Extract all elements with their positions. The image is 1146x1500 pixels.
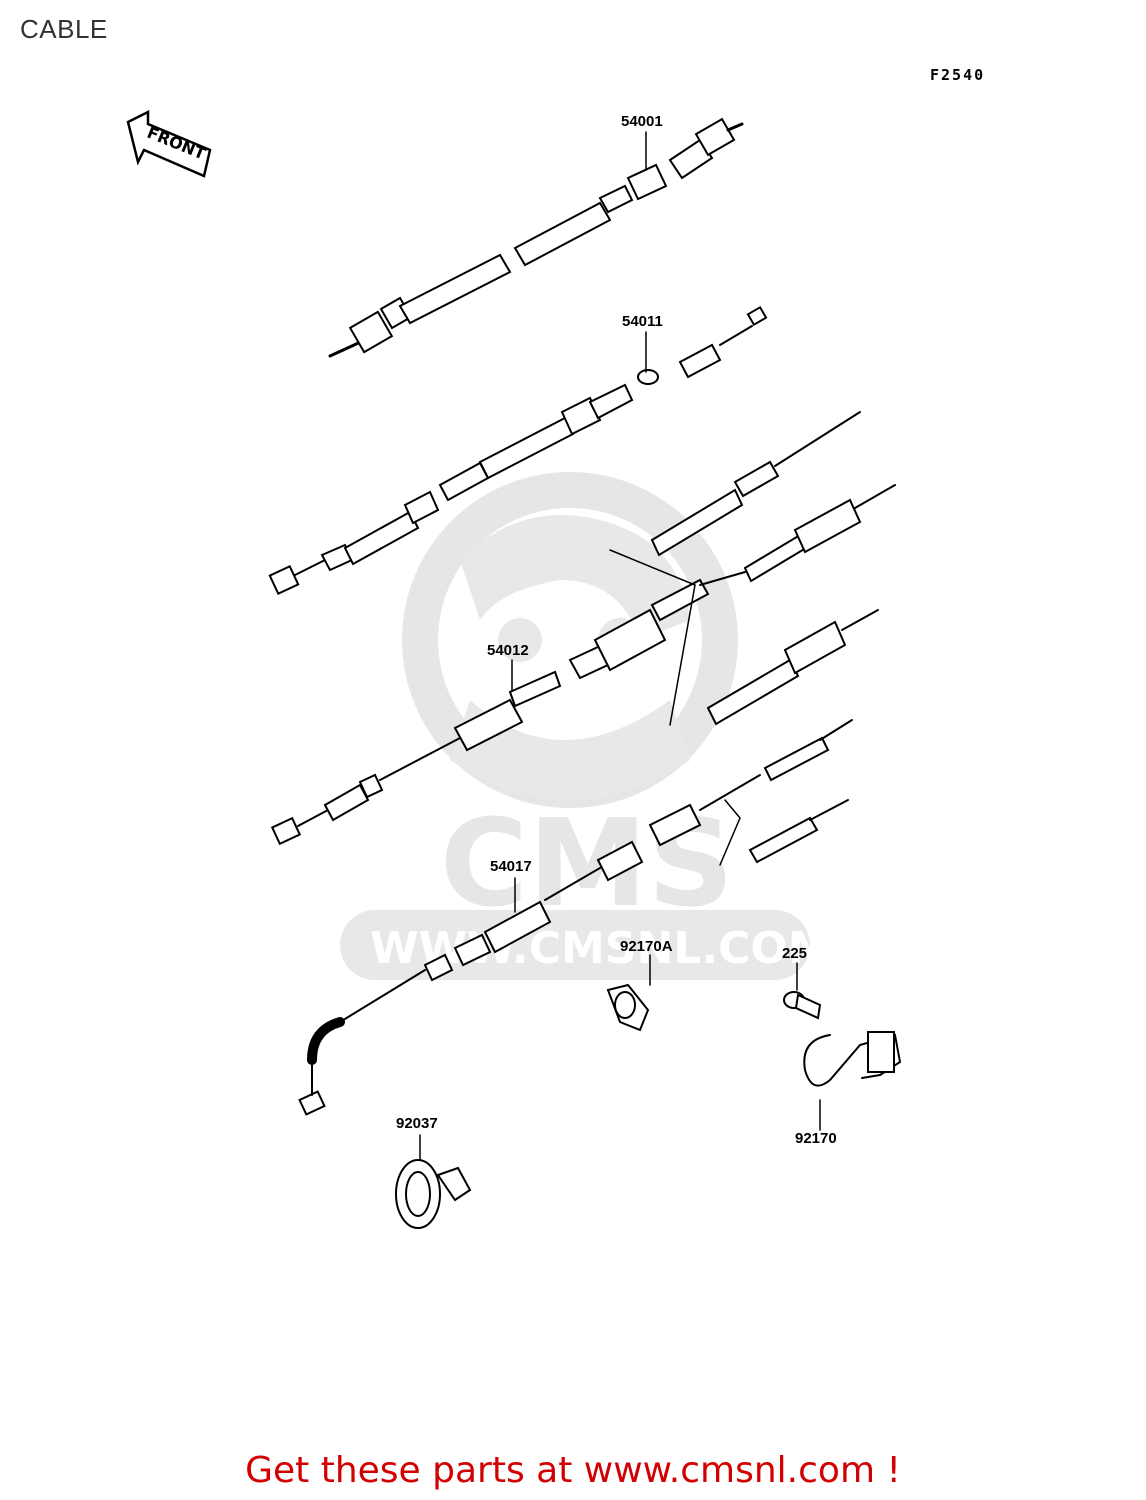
- promo-link[interactable]: Get these parts at www.cmsnl.com !: [245, 1450, 901, 1491]
- figure-code: F2540: [930, 66, 986, 84]
- part-label-92170a: 92170A: [620, 938, 673, 955]
- page-title: CABLE: [20, 14, 108, 44]
- part-label-92170: 92170: [795, 1130, 837, 1147]
- part-label-54012: 54012: [487, 642, 529, 659]
- part-label-54017: 54017: [490, 858, 532, 875]
- clutch-cable: [268, 305, 768, 596]
- speedometer-cable: [328, 117, 744, 358]
- wire-clamp: [803, 1031, 902, 1087]
- choke-cable: [298, 719, 853, 1116]
- throttle-cable: [270, 411, 896, 846]
- front-arrow-icon: FRONT: [126, 109, 212, 178]
- bolt: [783, 991, 822, 1020]
- part-label-54001: 54001: [621, 113, 663, 130]
- part-label-225: 225: [782, 945, 808, 962]
- part-label-54011: 54011: [622, 313, 663, 330]
- cable-guide: [395, 1159, 472, 1229]
- part-label-92037: 92037: [396, 1115, 438, 1132]
- leader-lines: [419, 131, 821, 1161]
- cable-clamp: [606, 983, 650, 1032]
